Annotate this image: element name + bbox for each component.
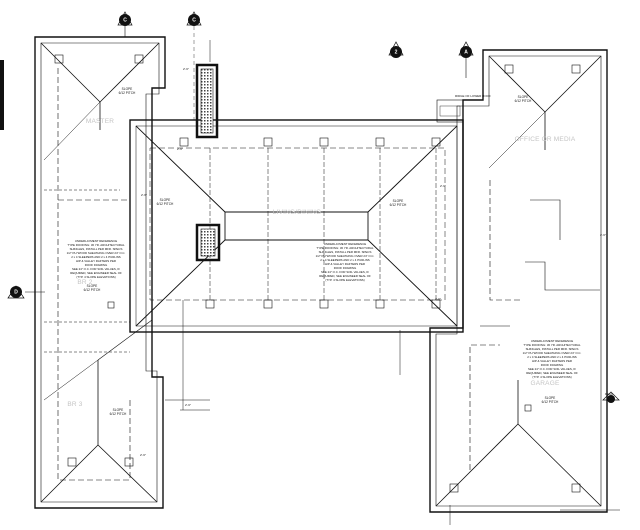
room-label-office-or-media: OFFICE OR MEDIA — [515, 136, 576, 143]
section-marker-letter: A — [464, 50, 468, 56]
svg-text:TYPE ROOFING: 30 YR. ARCHITECT: TYPE ROOFING: 30 YR. ARCHITECTURAL — [316, 246, 374, 250]
svg-text:6/12 PITCH: 6/12 PITCH — [110, 412, 127, 416]
svg-text:REQUIRED, SEE ENGINEER SEAL OF: REQUIRED, SEE ENGINEER SEAL OF — [319, 274, 371, 278]
section-marker-letter: C — [192, 18, 196, 24]
roof-note-left: UNDERLAYMENT REFERENCE TYPE ROOFING: 30 … — [67, 239, 126, 279]
roof-note-right: UNDERLAYMENT REFERENCE TYPE ROOFING: 30 … — [523, 339, 582, 379]
dim-label: 2'-6" — [185, 403, 191, 407]
peak-label: PEAK — [605, 392, 613, 396]
svg-text:SEE 24" O.C. FOR SOIL VALUES,: SEE 24" O.C. FOR SOIL VALUES, IF — [72, 267, 120, 271]
room-label-br3: BR 3 — [67, 401, 82, 408]
svg-text:SLOPE: SLOPE — [87, 284, 98, 288]
svg-text:REQUIRED, SEE ENGINEER SEAL OF: REQUIRED, SEE ENGINEER SEAL OF — [70, 271, 122, 275]
room-label-br2: BR 2 — [77, 279, 92, 286]
svg-text:SLOPE: SLOPE — [545, 396, 556, 400]
svg-text:(TYP. 4 SLOPE ELEVATIONS): (TYP. 4 SLOPE ELEVATIONS) — [532, 375, 571, 379]
svg-text:HIP & VALLEY RAFTERS PER: HIP & VALLEY RAFTERS PER — [532, 359, 572, 363]
svg-text:ROOF FRAMING: ROOF FRAMING — [85, 263, 108, 267]
svg-text:SLOPE: SLOPE — [122, 87, 133, 91]
dim-label: 2'-6" — [440, 184, 446, 188]
center-roof — [129, 119, 464, 333]
sheet-edge-bar — [0, 60, 4, 130]
svg-text:ROOF FRAMING: ROOF FRAMING — [541, 363, 564, 367]
svg-text:ROOF FRAMING: ROOF FRAMING — [334, 266, 357, 270]
dim-label: 2'-6" — [140, 453, 146, 457]
section-marker-right — [602, 391, 620, 403]
svg-text:1/2" PLYWOOD SHEATHING OVER 24: 1/2" PLYWOOD SHEATHING OVER 24" O.C. — [316, 254, 375, 258]
svg-text:2 x 4 SLEEPERS AND 2 x 4 PURLI: 2 x 4 SLEEPERS AND 2 x 4 PURLINS — [71, 255, 121, 259]
dim-label: 2'-6" — [141, 193, 147, 197]
section-marker-right-top: A — [458, 41, 474, 78]
section-marker-mid-top: 2 — [388, 41, 404, 58]
svg-text:2 x 4 SLEEPERS AND 2 x 4 PURLI: 2 x 4 SLEEPERS AND 2 x 4 PURLINS — [527, 355, 577, 359]
svg-text:HIP & VALLEY RAFTERS PER: HIP & VALLEY RAFTERS PER — [76, 259, 116, 263]
svg-text:(TYP. 4 SLOPE ELEVATIONS): (TYP. 4 SLOPE ELEVATIONS) — [76, 275, 115, 279]
dim-label: 2'-6" — [183, 67, 189, 71]
svg-text:6/12 PITCH: 6/12 PITCH — [119, 91, 136, 95]
center-columns — [179, 137, 441, 309]
dim-label: 2'-6" — [600, 233, 606, 237]
roof-note-center: UNDERLAYMENT REFERENCE TYPE ROOFING: 30 … — [316, 242, 375, 282]
section-marker-left: D — [7, 285, 25, 299]
svg-text:2 x 4 SLEEPERS AND 2 x 4 PURLI: 2 x 4 SLEEPERS AND 2 x 4 PURLINS — [320, 258, 370, 262]
svg-text:SHINGLES, INSTALL PER MFR. SPE: SHINGLES, INSTALL PER MFR. SPECS — [70, 247, 123, 251]
svg-text:UNDERLAYMENT REFERENCE: UNDERLAYMENT REFERENCE — [75, 239, 117, 243]
svg-text:UNDERLAYMENT REFERENCE: UNDERLAYMENT REFERENCE — [324, 242, 366, 246]
dimension-lines — [25, 40, 620, 525]
skylights — [195, 63, 221, 262]
right-wing-roof — [429, 49, 608, 513]
svg-text:6/12 PITCH: 6/12 PITCH — [390, 203, 407, 207]
svg-text:6/12 PITCH: 6/12 PITCH — [84, 288, 101, 292]
svg-text:REQUIRED, SEE ENGINEER SEAL OF: REQUIRED, SEE ENGINEER SEAL OF — [526, 371, 578, 375]
ridge-note: RIDGE OF LOWER ROOF — [455, 94, 491, 98]
svg-text:HIP & VALLEY RAFTERS PER: HIP & VALLEY RAFTERS PER — [325, 262, 365, 266]
svg-text:SHINGLES, INSTALL PER MFR. SPE: SHINGLES, INSTALL PER MFR. SPECS — [526, 347, 579, 351]
svg-text:SLOPE: SLOPE — [393, 199, 404, 203]
dim-label: 2'-6" — [435, 297, 441, 301]
section-marker-top-center: C — [186, 11, 202, 120]
svg-text:TYPE ROOFING: 30 YR. ARCHITECT: TYPE ROOFING: 30 YR. ARCHITECTURAL — [523, 343, 581, 347]
left-wing-roof — [34, 36, 166, 509]
svg-text:SLOPE: SLOPE — [518, 95, 529, 99]
right-wing-posts — [449, 64, 581, 493]
svg-text:SEE 24" O.C. FOR SOIL VALUES,: SEE 24" O.C. FOR SOIL VALUES, IF — [528, 367, 576, 371]
section-marker-letter: 2 — [395, 50, 398, 56]
svg-text:UNDERLAYMENT REFERENCE: UNDERLAYMENT REFERENCE — [531, 339, 573, 343]
room-label-garage: GARAGE — [530, 380, 559, 387]
svg-text:SHINGLES, INSTALL PER MFR. SPE: SHINGLES, INSTALL PER MFR. SPECS — [319, 250, 372, 254]
svg-text:(TYP. 4 SLOPE ELEVATIONS): (TYP. 4 SLOPE ELEVATIONS) — [325, 278, 364, 282]
room-label-master: MASTER — [86, 118, 114, 125]
svg-text:SEE 24" O.C. FOR SOIL VALUES,: SEE 24" O.C. FOR SOIL VALUES, IF — [321, 270, 369, 274]
left-wing-posts — [54, 54, 144, 467]
svg-text:1/2" PLYWOOD SHEATHING OVER 24: 1/2" PLYWOOD SHEATHING OVER 24" O.C. — [67, 251, 126, 255]
svg-text:SLOPE: SLOPE — [160, 198, 171, 202]
svg-text:6/12 PITCH: 6/12 PITCH — [515, 99, 532, 103]
section-marker-top-left: C — [117, 11, 133, 37]
dim-label: 2'-6" — [177, 147, 183, 151]
section-marker-letter: D — [14, 290, 18, 296]
svg-text:SLOPE: SLOPE — [113, 408, 124, 412]
room-label-living-dining: LIVING/DINING — [273, 209, 321, 216]
section-marker-letter: C — [123, 18, 127, 24]
svg-text:1/2" PLYWOOD SHEATHING OVER 24: 1/2" PLYWOOD SHEATHING OVER 24" O.C. — [523, 351, 582, 355]
svg-text:6/12 PITCH: 6/12 PITCH — [157, 202, 174, 206]
svg-text:TYPE ROOFING: 30 YR. ARCHITECT: TYPE ROOFING: 30 YR. ARCHITECTURAL — [67, 243, 125, 247]
svg-text:6/12 PITCH: 6/12 PITCH — [542, 400, 559, 404]
